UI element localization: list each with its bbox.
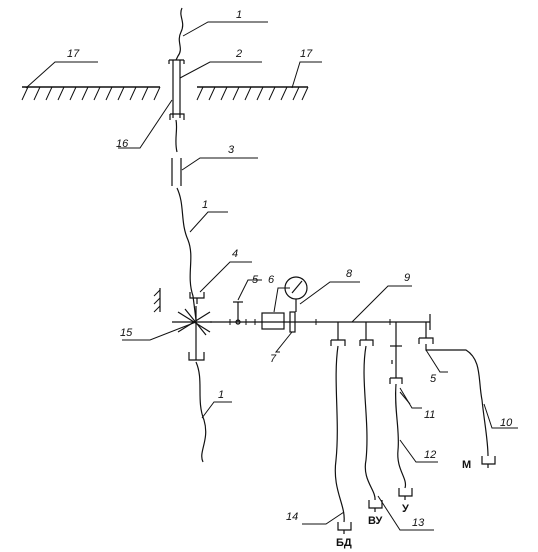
callout-13: 13 [412,517,425,529]
callout-12: 12 [424,449,436,461]
ground-surface-right [196,86,309,101]
callout-14: 14 [286,511,298,523]
callout-3: 3 [228,144,235,156]
middle-hose [176,187,197,321]
callout-15: 15 [120,327,133,339]
callout-1-middle: 1 [202,199,208,211]
callout-10: 10 [500,417,513,429]
callout-1-top: 1 [236,9,242,21]
callout-8: 8 [346,268,353,280]
callout-2: 2 [235,48,242,60]
callout-1-bottom: 1 [218,389,224,401]
coupling-3 [171,158,182,186]
callout-6: 6 [268,274,275,286]
branch-u [389,322,413,500]
outlet-label-u: У [402,503,409,515]
vertical-pipe-segment [175,119,178,153]
outlet-label-bd: БД [336,537,352,549]
valve-4 [189,292,205,304]
pressure-gauge [284,276,308,312]
filter-6 [261,312,285,330]
branch-vu [359,322,383,512]
branch-m [418,322,496,468]
header-ticks [254,319,391,325]
callout-17-left: 17 [67,48,80,60]
flange-7 [289,311,296,333]
callout-16: 16 [116,138,129,150]
outlet-label-m: М [462,459,471,471]
lower-hose [195,361,207,463]
lower-valve [188,340,205,361]
branch-bd [330,322,352,534]
callout-5-right: 5 [430,373,437,385]
ground-surface-left [21,86,161,101]
leader-lines [25,21,518,531]
callout-9: 9 [404,272,410,284]
shutoff-valve-5 [229,301,247,325]
callout-11: 11 [424,409,435,421]
casing-section [168,59,185,120]
outlet-label-vu: ВУ [368,515,383,527]
wall-anchor [153,288,161,313]
manifold-cross [172,306,212,340]
callout-4: 4 [232,248,238,260]
callout-5-left: 5 [252,274,259,286]
upper-hose [175,7,184,61]
callout-17-right: 17 [300,48,313,60]
callout-7: 7 [270,353,277,365]
